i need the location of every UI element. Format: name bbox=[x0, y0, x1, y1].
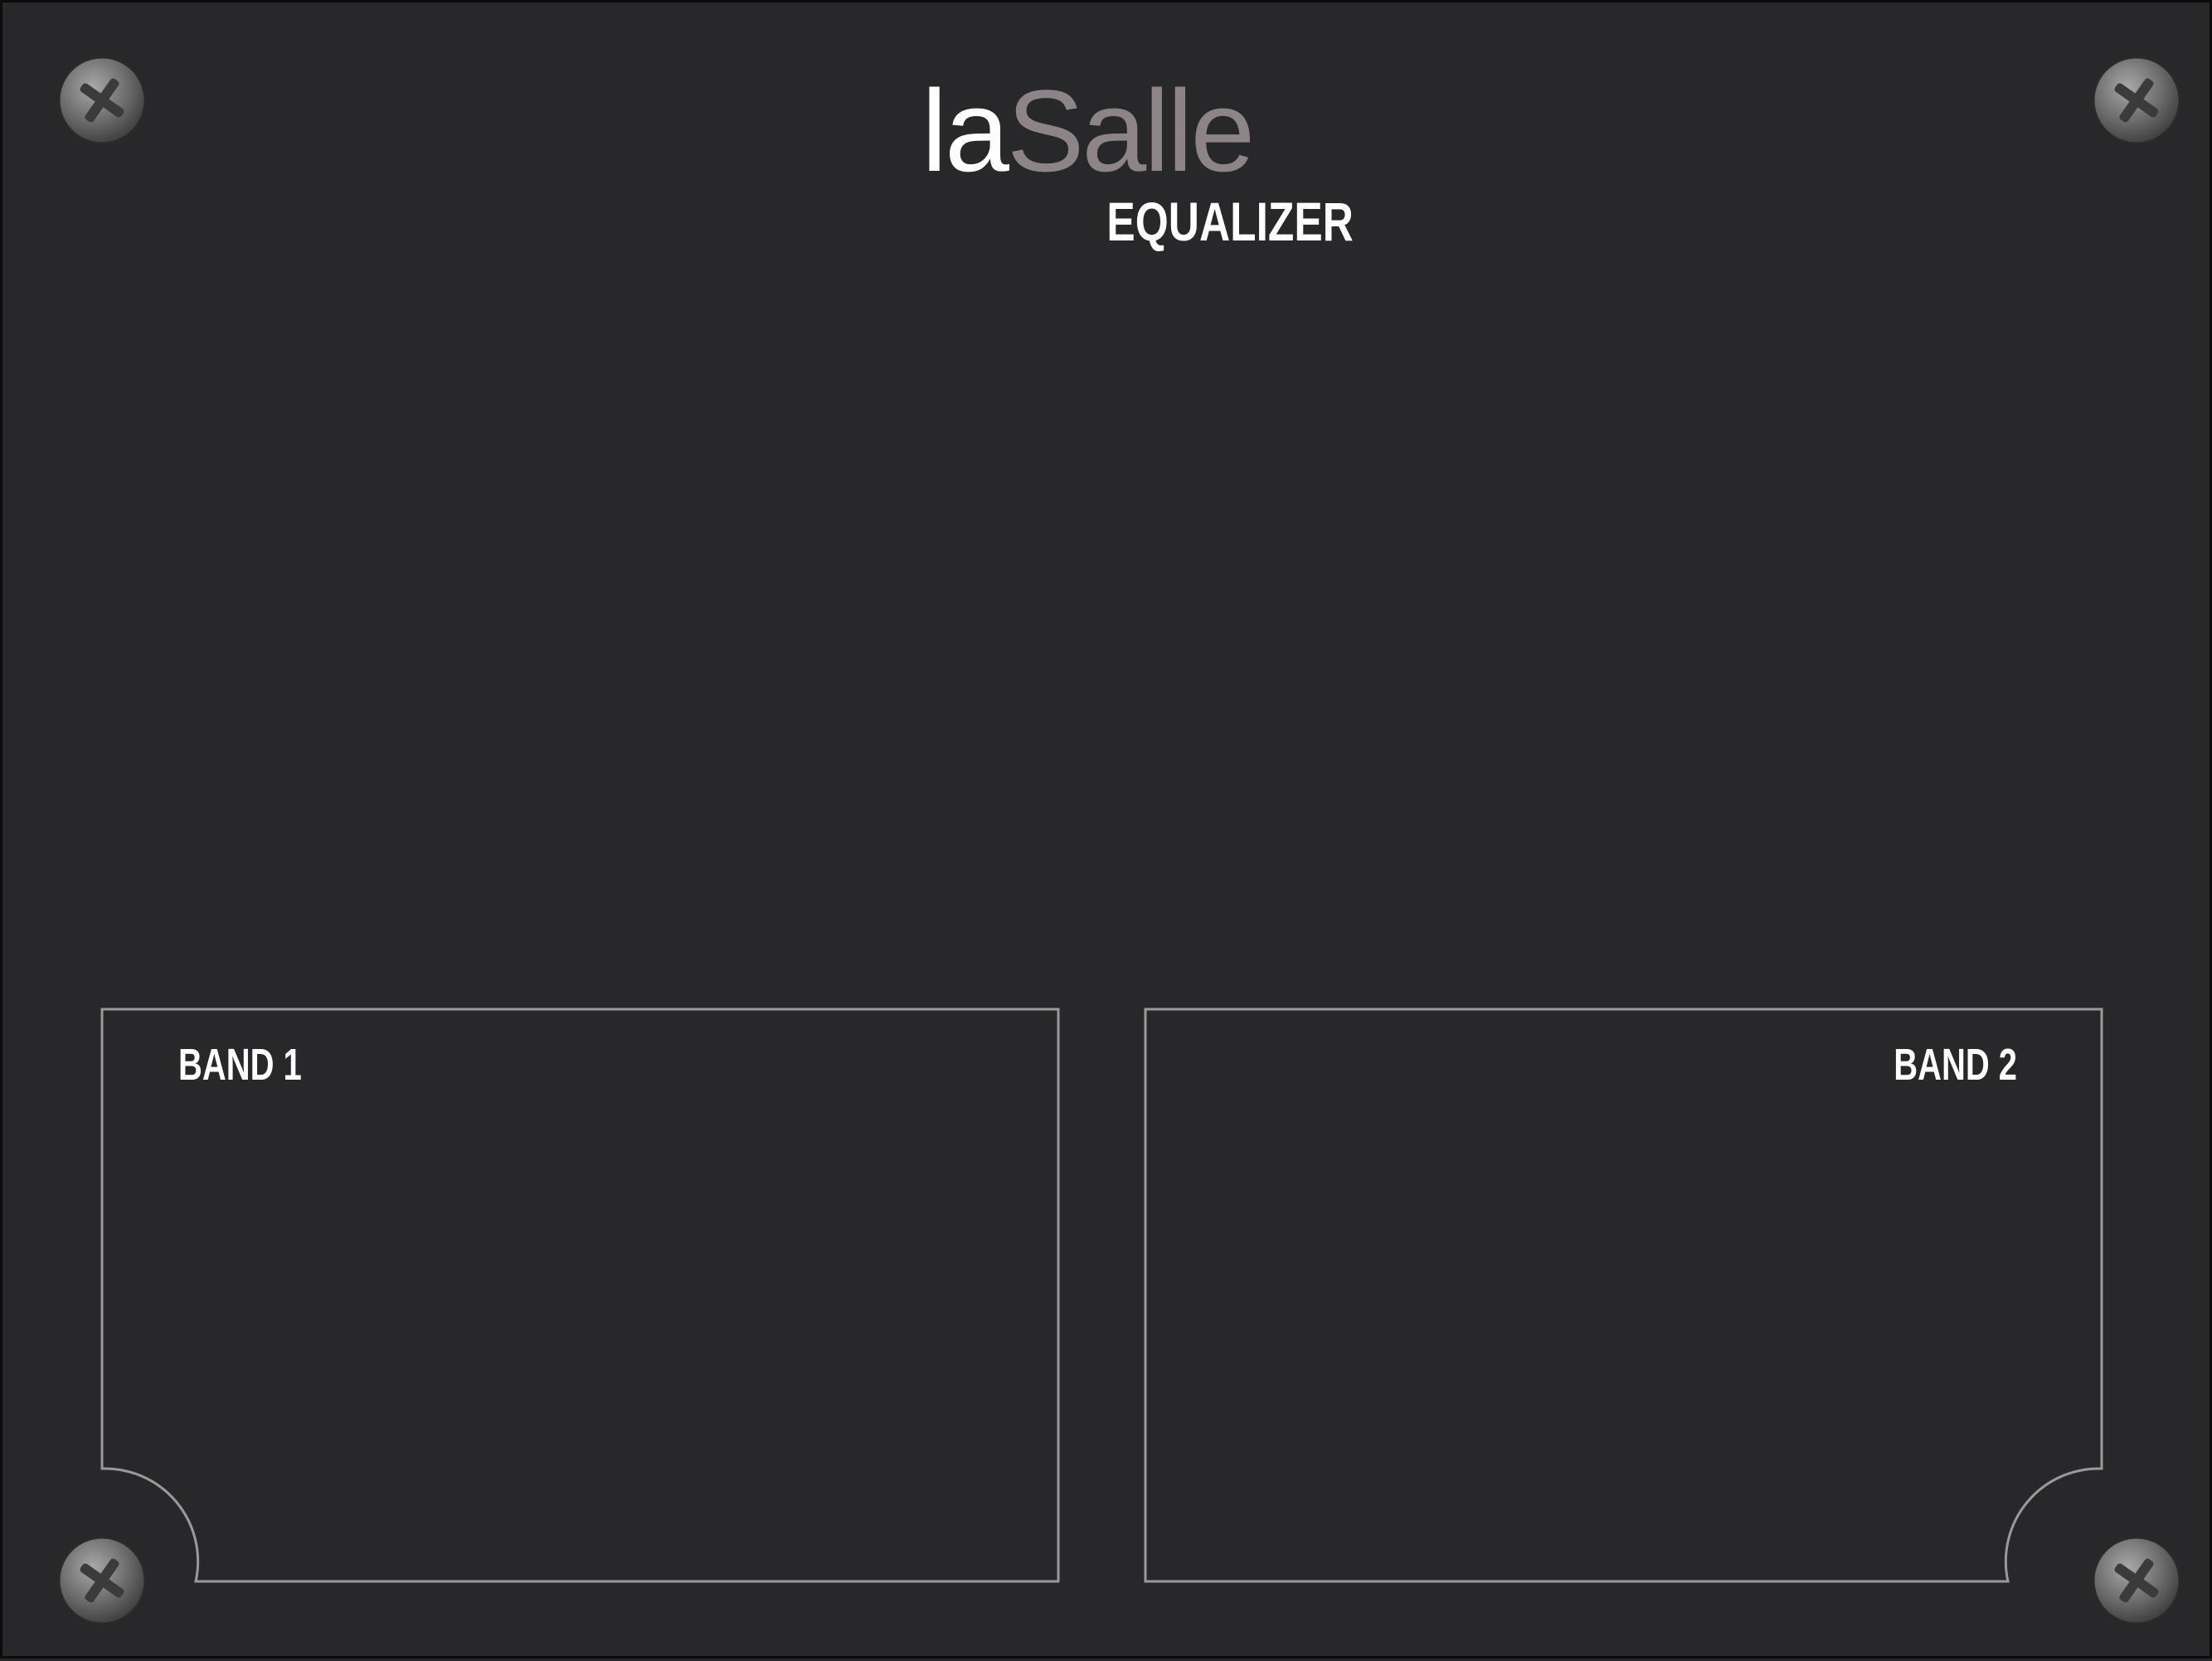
screw-icon bbox=[57, 1536, 147, 1625]
screw-icon bbox=[57, 56, 147, 145]
screw-icon bbox=[2092, 56, 2181, 145]
logo-text-salle: Salle bbox=[1006, 66, 1255, 196]
band-2-frame bbox=[1144, 1008, 2103, 1583]
band-2-label: BAND 2 bbox=[1894, 1040, 2017, 1090]
band-1-label: BAND 1 bbox=[178, 1040, 302, 1090]
plugin-title: EQUALIZER bbox=[1106, 191, 1354, 252]
screw-icon bbox=[2092, 1536, 2181, 1625]
band-1-frame bbox=[100, 1008, 1060, 1583]
brand-logo: laSalle bbox=[921, 73, 1255, 189]
logo-text-la: la bbox=[921, 66, 1009, 196]
